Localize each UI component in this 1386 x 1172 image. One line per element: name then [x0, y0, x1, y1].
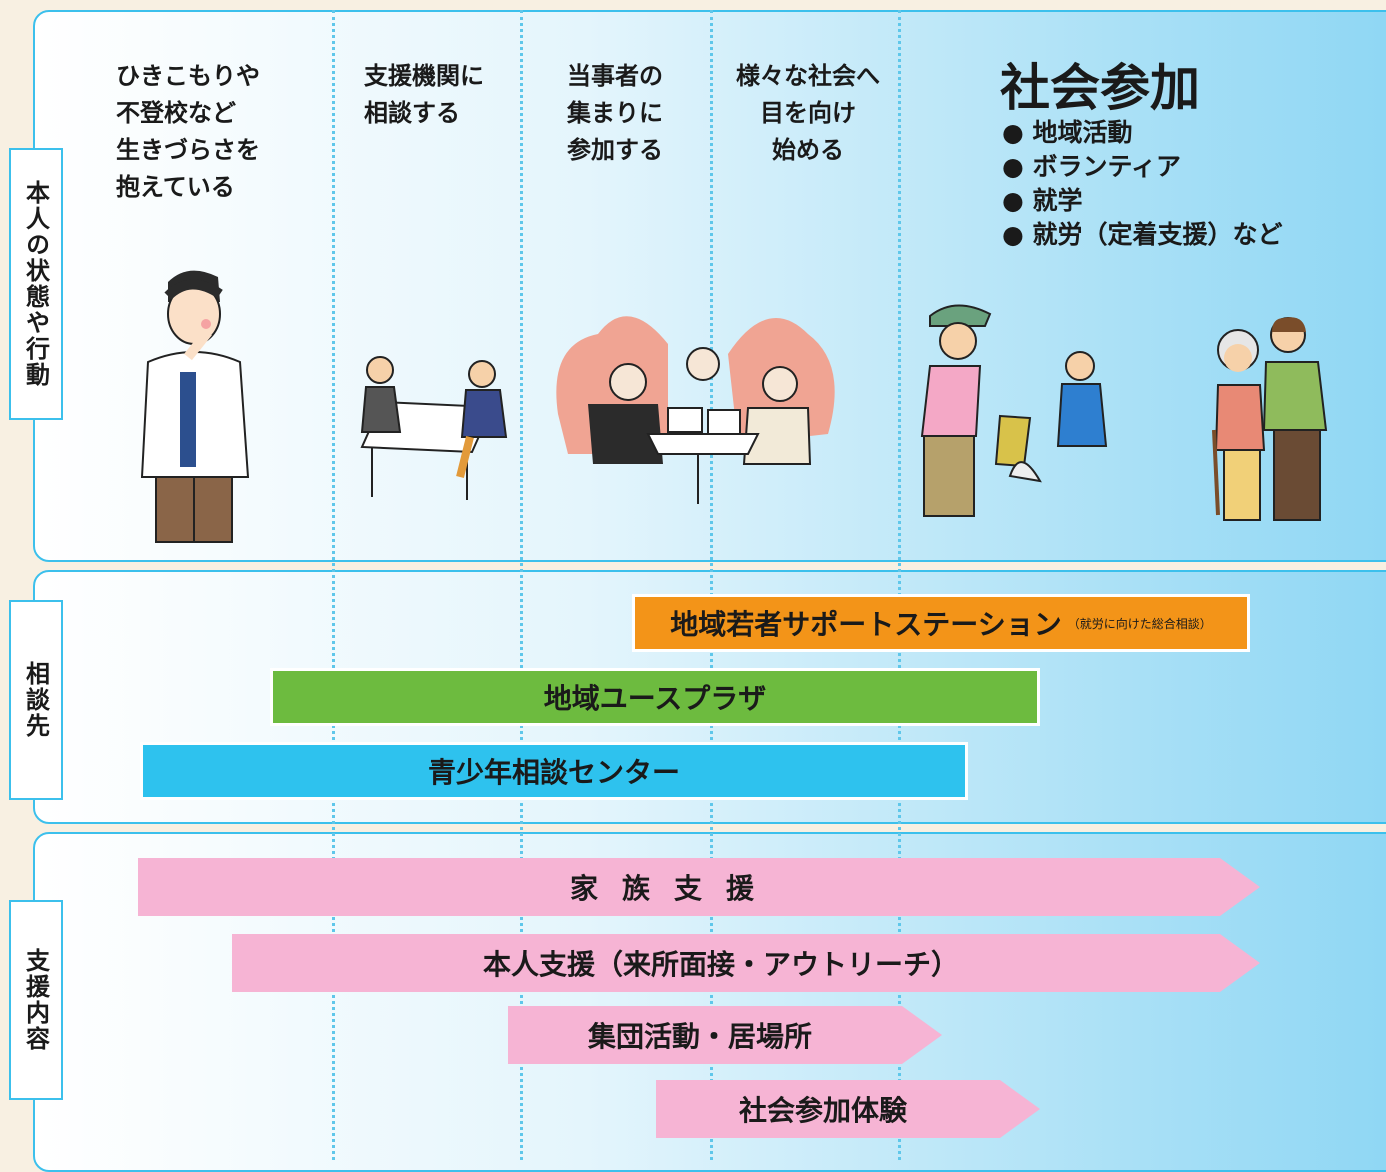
consultation-illustration — [360, 356, 508, 500]
arrow-group-activity: 集団活動・居場所 — [508, 1006, 942, 1064]
bar-support-station-label: 地域若者サポートステーション — [670, 608, 1062, 641]
thinking-person-illustration — [140, 270, 250, 543]
elderly-couple-illustration — [1212, 317, 1328, 521]
bar-youth-plaza-label: 地域ユースプラザ — [543, 682, 767, 715]
stage-divider — [710, 10, 713, 1160]
bar-youth-center: 青少年相談センター — [140, 742, 968, 800]
group-meeting-illustration — [556, 316, 835, 504]
stage-2-text: 支援機関に 相談する — [364, 62, 484, 127]
bar-youth-center-label: 青少年相談センター — [427, 756, 680, 789]
arrow-individual-support: 本人支援（来所面接・アウトリーチ） — [232, 934, 1260, 992]
arrow-group-activity-label: 集団活動・居場所 — [587, 1020, 812, 1053]
row-label-status: 本人の状態や行動 — [9, 148, 63, 420]
stage-divider — [332, 10, 335, 1160]
goal-item: 就学 — [1002, 184, 1283, 218]
arrow-family-support-label: 家族支援 — [569, 872, 778, 905]
goal-item: ボランティア — [1002, 150, 1283, 184]
row-label-support: 支援内容 — [9, 900, 63, 1100]
goal-item: 地域活動 — [1002, 116, 1283, 150]
row-label-consult: 相談先 — [9, 600, 63, 800]
arrow-social-experience-label: 社会参加体験 — [738, 1094, 907, 1127]
goal-title: 社会参加 — [1000, 59, 1200, 117]
bar-support-station-note: （就労に向けた総合相談） — [1067, 616, 1212, 631]
bar-youth-plaza: 地域ユースプラザ — [270, 668, 1040, 726]
stage-4-text: 様々な社会へ 目を向け 始める — [736, 62, 880, 164]
stage-divider — [898, 10, 901, 1160]
volunteer-cleanup-illustration — [920, 304, 1108, 517]
goal-list: 地域活動 ボランティア 就学 就労（定着支援）など — [1002, 116, 1283, 252]
goal-item: 就労（定着支援）など — [1002, 218, 1283, 252]
stage-divider — [520, 10, 523, 1160]
status-panel — [33, 10, 1386, 562]
arrow-individual-support-label: 本人支援（来所面接・アウトリーチ） — [482, 948, 959, 981]
stage-3-text: 当事者の 集まりに 参加する — [567, 62, 663, 164]
arrow-family-support: 家族支援 — [138, 858, 1260, 916]
bar-support-station: 地域若者サポートステーション （就労に向けた総合相談） — [632, 594, 1250, 652]
arrow-social-experience: 社会参加体験 — [656, 1080, 1040, 1138]
stage-1-text: ひきこもりや 不登校など 生きづらさを 抱えている — [116, 62, 260, 201]
